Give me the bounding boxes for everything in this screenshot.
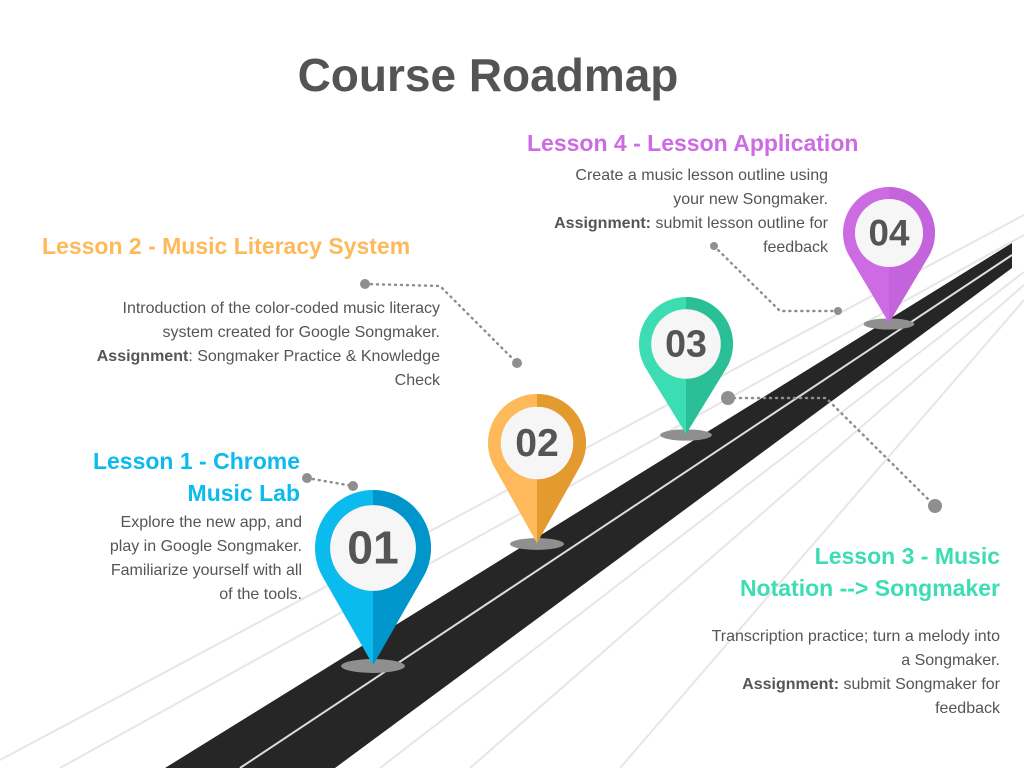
lesson-1-line: Familiarize yourself with all	[110, 562, 302, 579]
lesson-3-title: Lesson 3 - Music Notation --> Songmaker	[740, 540, 1000, 604]
assignment-label: Assignment:	[554, 215, 652, 232]
lesson-2-line: Introduction of the color-coded music li…	[122, 300, 440, 317]
pin-shadow	[863, 318, 915, 330]
lesson-2-description: Introduction of the color-coded music li…	[97, 297, 440, 393]
road-center-line	[239, 254, 1013, 768]
map-pin-02-icon: 02	[487, 393, 587, 550]
map-pin-04-icon: 04	[843, 186, 935, 330]
lesson-1-line: of the tools.	[219, 586, 302, 603]
lesson-1-line: Explore the new app, and	[120, 514, 302, 531]
pin-number: 04	[869, 212, 910, 253]
assignment-text: : Songmaker Practice & Knowledge	[188, 348, 440, 365]
assignment-text: submit Songmaker for	[839, 676, 1000, 693]
pin-shadow	[341, 659, 405, 673]
lesson-2-title: Lesson 2 - Music Literacy System	[42, 233, 411, 259]
lesson-4-description: Create a music lesson outline using your…	[554, 164, 828, 260]
map-pin-03-icon: 03	[638, 296, 734, 441]
page-title: Course Roadmap	[297, 49, 679, 101]
assignment-text: feedback	[935, 700, 1000, 717]
title-line: Lesson 3 - Music	[814, 543, 1000, 569]
lesson-4-title: Lesson 4 - Lesson Application	[527, 130, 859, 156]
assignment-text: Check	[394, 372, 440, 389]
lesson-4-line: your new Songmaker.	[673, 191, 828, 208]
pin-center	[330, 505, 416, 591]
lesson-2-line: system created for Google Songmaker.	[162, 324, 440, 341]
connectors	[305, 244, 937, 508]
pin-number: 01	[347, 522, 399, 574]
pin-center	[854, 198, 924, 268]
pin-shadow	[510, 538, 564, 550]
assignment-label: Assignment	[96, 348, 189, 365]
lesson-4-line: Create a music lesson outline using	[575, 167, 828, 184]
lesson-1-title: Lesson 1 - Chrome Music Lab	[93, 445, 300, 509]
connector-dots	[302, 242, 942, 513]
title-line: Lesson 1 - Chrome	[92, 448, 300, 474]
assignment-text: submit lesson outline for	[651, 215, 828, 232]
pin-number: 03	[665, 323, 707, 365]
map-pin-01-icon: 01	[315, 489, 431, 673]
lesson-3-line: a Songmaker.	[901, 652, 1000, 669]
assignment-label: Assignment:	[742, 676, 840, 693]
pin-number: 02	[515, 422, 559, 465]
pin-center	[500, 406, 574, 480]
assignment-text: feedback	[763, 239, 828, 256]
lesson-1-line: play in Google Songmaker.	[109, 538, 302, 555]
title-line: Notation --> Songmaker	[739, 575, 1000, 601]
lesson-3-line: Transcription practice; turn a melody in…	[711, 628, 1000, 645]
lesson-1-description: Explore the new app, and play in Google …	[110, 511, 302, 607]
pin-shadow	[660, 429, 712, 441]
lesson-3-description: Transcription practice; turn a melody in…	[712, 625, 1000, 721]
title-line: Music Lab	[187, 480, 300, 506]
pin-center	[651, 309, 721, 379]
